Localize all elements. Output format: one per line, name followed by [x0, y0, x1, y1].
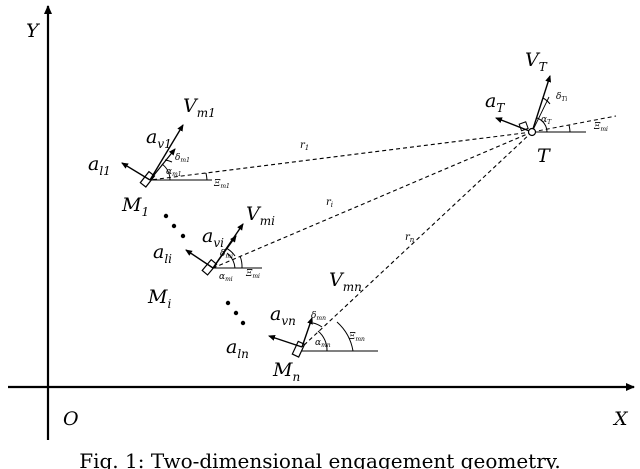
mi-accel-l-label: ali	[153, 241, 172, 266]
mn-alpha-arc	[317, 330, 328, 352]
target-los-extension	[531, 115, 617, 133]
range-label-1: r1	[300, 140, 309, 152]
target-delta-label: δTi	[556, 92, 567, 103]
target-xi-arc	[568, 124, 571, 133]
mn-alpha-label: αmn	[315, 338, 331, 349]
target-point	[527, 127, 537, 137]
target-delta-arc	[542, 97, 551, 105]
los-line-n	[301, 131, 533, 348]
mi-body	[201, 258, 218, 276]
x-axis-label: X	[612, 408, 629, 430]
mi-xi-arc	[239, 255, 243, 269]
mn-delta-label: δmn	[311, 311, 326, 322]
missile-n-group: Mn Vmn avn aln δmn αmn Ξmn	[226, 269, 378, 384]
target-group: T VT aT αT δTi Ξmi	[485, 49, 617, 167]
los-line-i	[212, 131, 533, 269]
mi-accel-v-arrow	[212, 235, 237, 269]
target-right-angle-marker	[518, 121, 529, 132]
mi-xi-label: Ξmi	[245, 269, 260, 280]
m1-accel-l-arrow	[121, 162, 151, 181]
mi-accel-l-arrow	[185, 249, 214, 269]
m1-velocity-label: Vm1	[183, 95, 216, 120]
mn-xi-label: Ξmn	[348, 332, 365, 343]
m1-accel-v-label: av1	[146, 126, 172, 151]
mn-xi-arc	[336, 321, 354, 352]
target-alpha-label: αT	[541, 115, 552, 126]
m1-accel-l-label: al1	[88, 153, 111, 178]
missile-i-group: Mi Vmi avi ali δmi αmi Ξmi	[147, 203, 275, 311]
target-accel-label: aT	[485, 90, 505, 115]
mi-accel-v-label: avi	[202, 225, 224, 250]
mn-body	[291, 340, 306, 358]
mi-delta-label: δmi	[220, 249, 233, 260]
mi-label: Mi	[147, 286, 171, 311]
range-label-i: ri	[326, 197, 333, 209]
range-label-n: rn	[405, 232, 415, 244]
target-velocity-arrow	[531, 75, 552, 133]
mn-velocity-arrow	[301, 317, 313, 348]
m1-alpha-arc	[161, 163, 171, 181]
mi-alpha-arc	[226, 252, 236, 269]
mn-delta-arc	[312, 322, 323, 328]
mi-alpha-label: αmi	[219, 272, 233, 283]
m1-xi-arc	[205, 172, 208, 181]
figure-caption: Fig. 1: Two-dimensional engagement geome…	[79, 449, 561, 469]
m1-velocity-arrow	[149, 124, 184, 181]
m1-xi-label: Ξm1	[213, 179, 230, 190]
m1-delta-arc	[164, 159, 173, 163]
target-xi-label: Ξmi	[593, 122, 608, 133]
los-line-1	[149, 131, 533, 181]
mn-accel-v-label: avn	[270, 303, 296, 328]
coordinate-axes: Y X O	[8, 5, 635, 440]
target-velocity-reference	[531, 96, 550, 133]
target-label: T	[537, 145, 551, 167]
target-velocity-label: VT	[525, 49, 548, 74]
mi-velocity-label: Vmi	[246, 203, 275, 228]
mn-accel-l-arrow	[268, 335, 303, 348]
ellipsis-dots-lower	[225, 300, 246, 326]
line-of-sight-group	[149, 131, 533, 348]
ellipsis-dots-upper	[163, 213, 186, 239]
y-axis-label: Y	[26, 20, 41, 42]
mn-velocity-label: Vmn	[329, 269, 362, 294]
m1-alpha-label: αm1	[166, 167, 182, 178]
origin-label: O	[63, 408, 79, 430]
missile-1-group: M1 Vm1 av1 al1 δm1 αm1 Ξm1	[88, 95, 230, 219]
m1-body	[139, 170, 156, 188]
mn-label: Mn	[272, 359, 300, 384]
mi-delta-arc	[225, 247, 236, 257]
m1-label: M1	[121, 194, 149, 219]
mn-accel-l-label: aln	[226, 336, 249, 361]
target-alpha-arc	[536, 117, 548, 133]
m1-delta-label: δm1	[175, 153, 190, 164]
